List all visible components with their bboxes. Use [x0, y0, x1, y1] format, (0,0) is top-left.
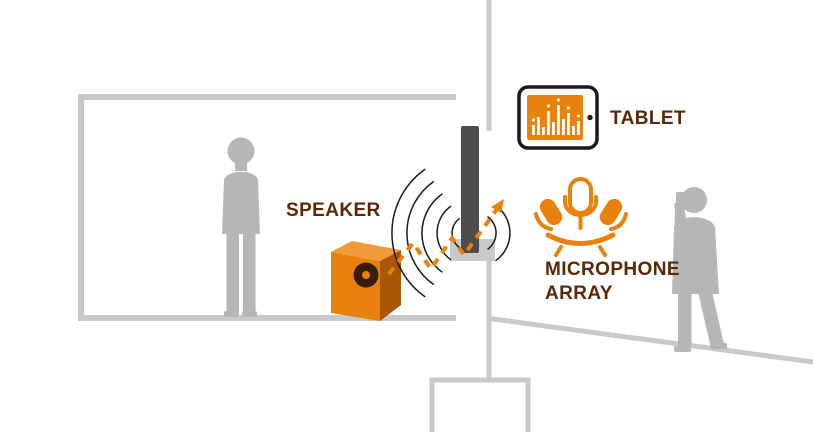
mic-base-foot: [598, 245, 607, 257]
mic-left: [539, 198, 563, 226]
person-left-head: [227, 137, 255, 165]
sound-wave-arc: [406, 180, 435, 286]
person-right-leg: [698, 292, 724, 348]
person-left-leg: [226, 232, 239, 314]
speaker-front-face: [331, 252, 380, 321]
mic-right: [599, 198, 623, 226]
mic-left-holder: [534, 212, 553, 231]
signal-arrowhead: [491, 199, 504, 213]
speaker-side-face: [380, 250, 401, 321]
speaker-cone-center: [362, 271, 370, 279]
sound-wave-arc: [451, 217, 461, 249]
speaker-label: SPEAKER: [286, 200, 381, 221]
person-left-silhouette: [222, 137, 260, 317]
sound-wave-arc: [436, 205, 452, 261]
room-walls: [78, 94, 456, 321]
person-left-leg: [243, 232, 256, 314]
sound-wave-arc: [495, 204, 511, 262]
sound-waves-icon: [391, 168, 511, 298]
room-outline: [78, 0, 813, 432]
speaker-top-face: [331, 241, 401, 261]
equalizer-icon: [531, 98, 580, 135]
microphone-array-label: MICROPHONE ARRAY: [545, 259, 680, 304]
person-right-leg: [678, 292, 692, 348]
signal-path: [387, 207, 499, 276]
person-right-torso: [672, 217, 719, 294]
mic-base-foot: [554, 245, 563, 257]
sound-wave-arc: [487, 215, 497, 251]
person-left-neck: [235, 160, 247, 171]
mic-right-holder: [609, 212, 628, 231]
signal-path-arrow: [387, 199, 504, 276]
right-floor-line: [490, 316, 813, 365]
person-left-foot: [224, 311, 239, 317]
person-right-foot: [710, 343, 727, 349]
mic-center: [568, 177, 593, 215]
wall-sensor-bar: [461, 126, 479, 253]
pedestal-outline: [429, 377, 531, 432]
tablet-label: TABLET: [610, 108, 686, 129]
person-right-silhouette: [672, 187, 727, 352]
person-right-head: [681, 187, 707, 213]
microphone-array-icon: [534, 177, 628, 257]
person-left-foot: [242, 311, 257, 317]
person-left-torso: [222, 171, 260, 234]
person-right-foot: [674, 346, 691, 352]
tablet-camera-dot: [587, 114, 593, 121]
speaker-box-icon: [331, 241, 401, 321]
sound-wave-arc: [391, 168, 426, 298]
tablet-icon: [517, 85, 599, 150]
mic-array-base: [545, 232, 616, 246]
